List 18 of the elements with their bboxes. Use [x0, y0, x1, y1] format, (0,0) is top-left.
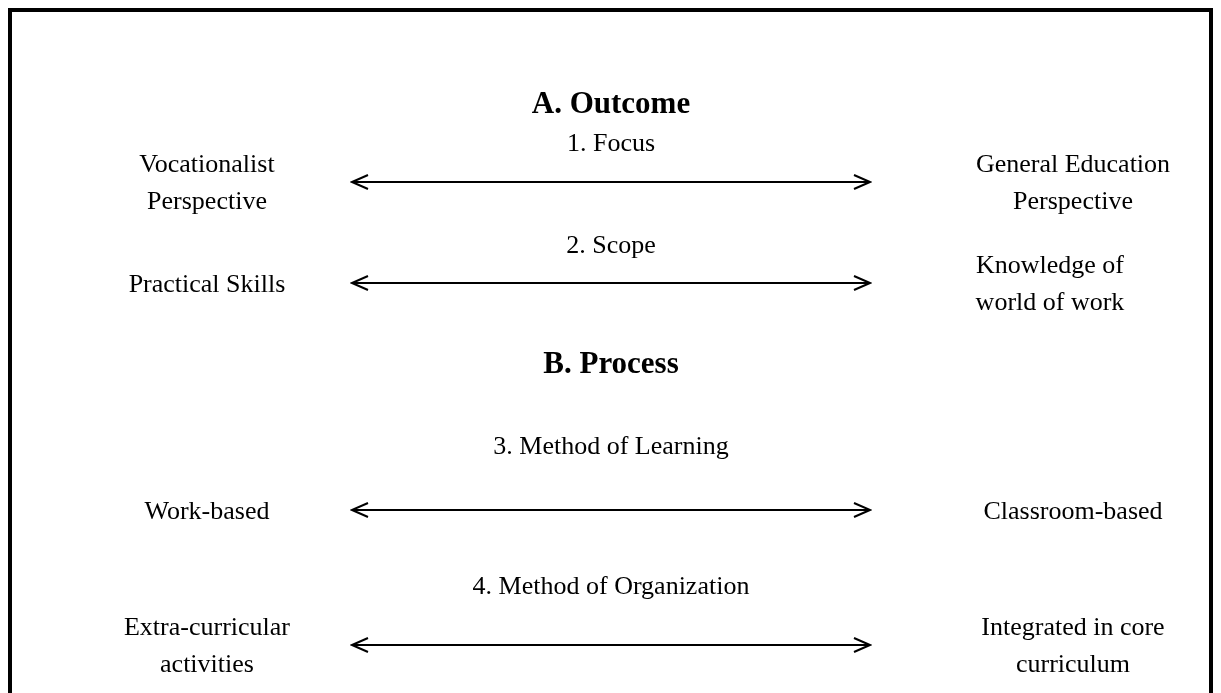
section-heading: B. Process — [543, 343, 679, 381]
end-label: Classroom-based — [875, 491, 1208, 529]
end-label: Work-based — [62, 491, 347, 529]
double-arrow — [351, 502, 871, 518]
double-arrow — [351, 174, 871, 190]
end-label: Integrated in core curriculum — [875, 608, 1208, 682]
end-label: Practical Skills — [62, 264, 347, 302]
section-heading: A. Outcome — [531, 83, 691, 121]
edge-label: 4. Method of Organization — [472, 569, 750, 602]
end-label: General Education Perspective — [875, 145, 1208, 219]
end-label: Extra-curricular activities — [62, 608, 347, 682]
edge-label: 1. Focus — [566, 126, 656, 159]
end-label: Knowledge of world of work — [875, 246, 1208, 320]
edge-label: 3. Method of Learning — [493, 429, 729, 462]
double-arrow — [351, 637, 871, 653]
edge-label: 2. Scope — [566, 228, 656, 261]
end-label: Vocationalist Perspective — [62, 145, 347, 219]
double-arrow — [351, 275, 871, 291]
